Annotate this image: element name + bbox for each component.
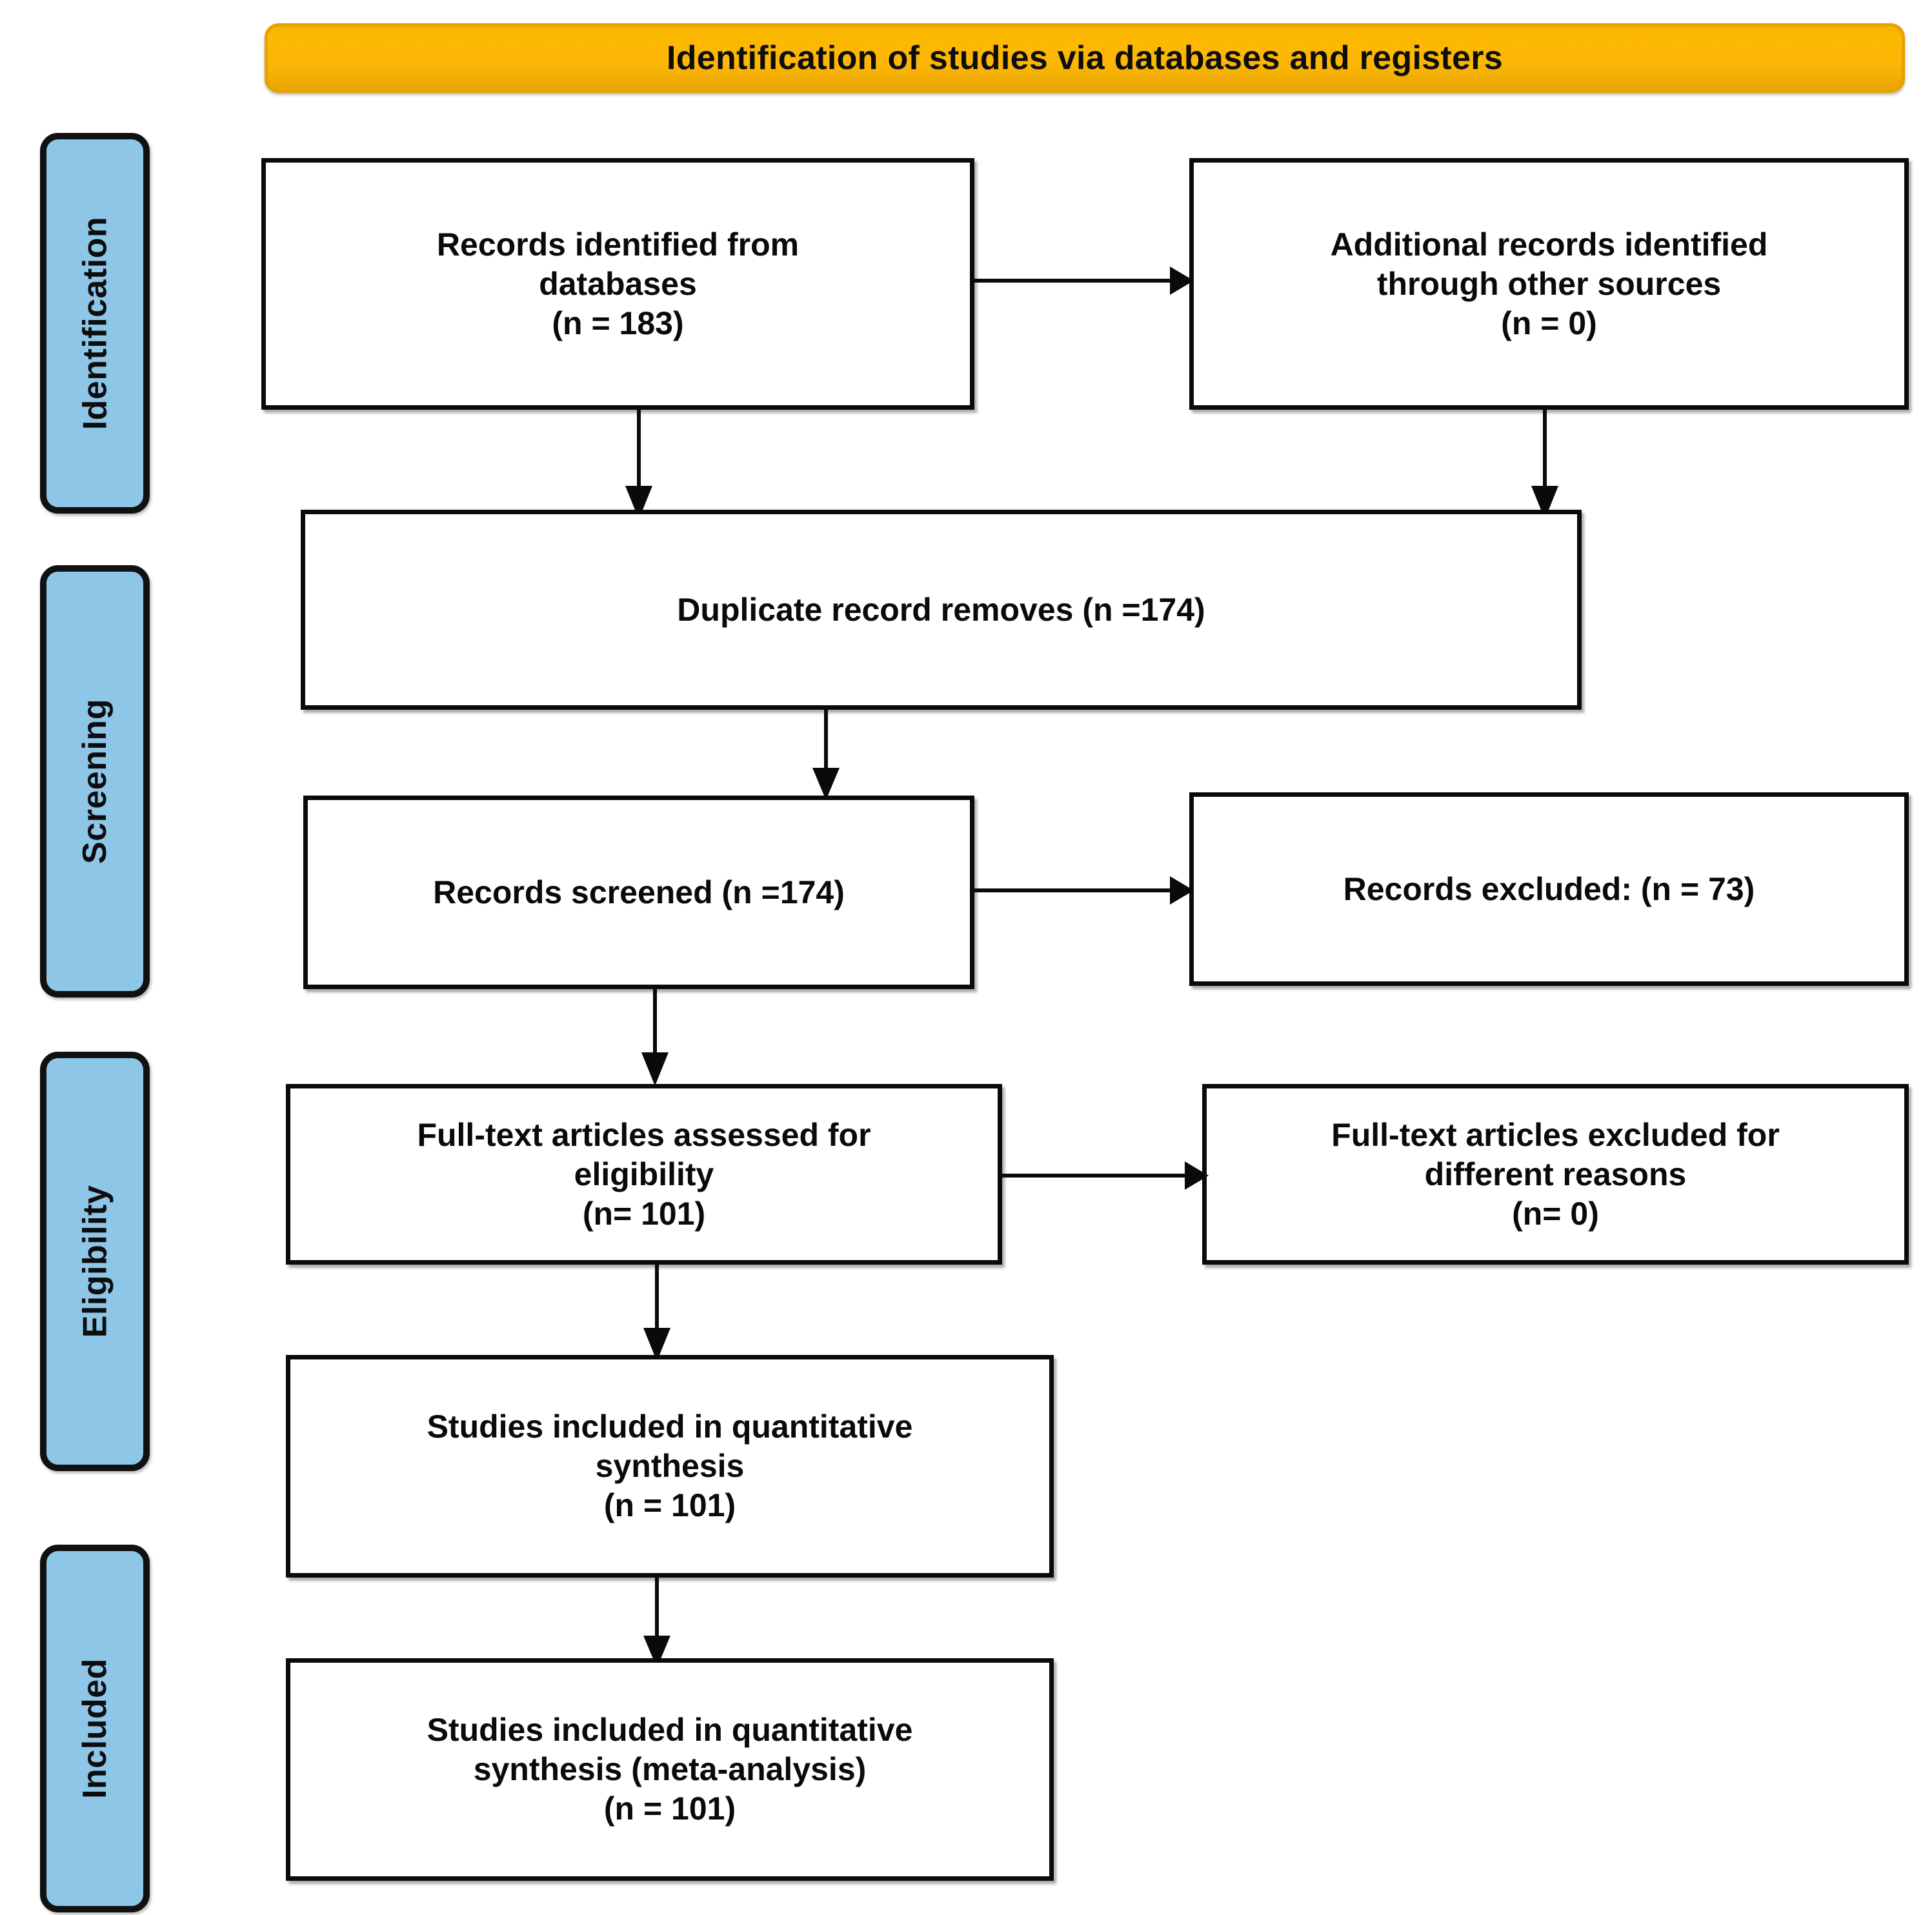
arrow-additional-to-duplicates [1531, 410, 1558, 519]
box-records-excluded: Records excluded: (n = 73) [1189, 792, 1909, 986]
box-additional-records: Additional records identified through ot… [1189, 158, 1909, 410]
box-meta-analysis: Studies included in quantitative synthes… [286, 1658, 1054, 1881]
box-meta-analysis-text: Studies included in quantitative synthes… [427, 1712, 913, 1827]
box-fulltext-excluded: Full-text articles excluded for differen… [1202, 1084, 1909, 1265]
stage-label-included: Included [40, 1545, 150, 1912]
arrow-fulltext-to-excluded [1002, 1161, 1209, 1190]
arrow-duplicates-to-screened [812, 710, 840, 800]
diagram-title-banner: Identification of studies via databases … [265, 23, 1905, 93]
arrow-synthesis-to-meta [643, 1578, 670, 1668]
stage-label-screening: Screening [40, 565, 150, 998]
stage-label-included-text: Included [76, 1658, 114, 1799]
box-records-identified-text: Records identified from databases (n = 1… [436, 226, 800, 341]
box-records-excluded-text: Records excluded: (n = 73) [1343, 870, 1755, 907]
diagram-title: Identification of studies via databases … [666, 39, 1504, 77]
box-additional-records-text: Additional records identified through ot… [1330, 226, 1768, 341]
arrow-identified-to-duplicates [625, 410, 652, 519]
box-records-screened-text: Records screened (n =174) [433, 874, 845, 910]
stage-label-eligibility: Eligibility [40, 1052, 150, 1471]
box-fulltext-excluded-text: Full-text articles excluded for differen… [1331, 1116, 1780, 1232]
box-quantitative-synthesis: Studies included in quantitative synthes… [286, 1355, 1054, 1578]
stage-label-screening-text: Screening [76, 699, 114, 864]
arrow-screened-to-excluded [974, 876, 1194, 905]
arrow-identified-to-additional [974, 266, 1194, 295]
box-records-screened: Records screened (n =174) [303, 796, 974, 989]
stage-label-eligibility-text: Eligibility [76, 1185, 114, 1338]
box-records-identified: Records identified from databases (n = 1… [261, 158, 974, 410]
arrow-fulltext-to-synthesis [643, 1265, 670, 1361]
box-quantitative-synthesis-text: Studies included in quantitative synthes… [427, 1409, 913, 1523]
arrow-screened-to-fulltext [641, 989, 669, 1086]
stage-label-identification: Identification [40, 133, 150, 514]
box-fulltext-assessed: Full-text articles assessed for eligibil… [286, 1084, 1002, 1265]
stage-label-identification-text: Identification [76, 216, 114, 430]
box-duplicates-removed: Duplicate record removes (n =174) [301, 510, 1582, 710]
box-fulltext-assessed-text: Full-text articles assessed for eligibil… [417, 1116, 871, 1232]
box-duplicates-removed-text: Duplicate record removes (n =174) [677, 591, 1205, 628]
